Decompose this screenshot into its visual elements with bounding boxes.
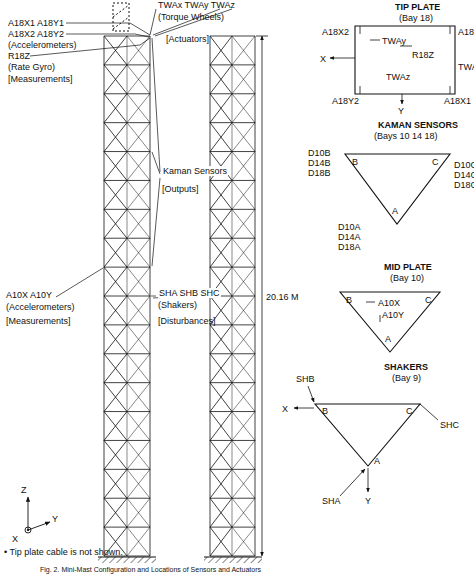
sensor-label: A10Y: [382, 310, 404, 320]
callout-label: A18X1 A18Y1: [8, 18, 64, 28]
plate-heading: KAMAN SENSORS: [378, 120, 458, 130]
plate-heading: (Bay 10): [390, 273, 424, 283]
sensor-label: A18X1: [444, 96, 471, 106]
sensor-label: A18Y1: [458, 27, 474, 37]
sensor-label: X: [282, 404, 288, 414]
plate-panel: KAMAN SENSORS(Bays 10 14 18) D10B D14B D1…: [300, 120, 474, 262]
callout-label: SHA SHB SHC: [158, 288, 221, 298]
sensor-label: Y: [398, 106, 404, 116]
sensor-label: A18X2: [322, 27, 349, 37]
sensor-label: D10B D14B D18B: [308, 148, 338, 178]
sensor-label: C: [406, 406, 413, 416]
plate-panel: SHAKERS(Bay 9) SHB X B SHC C A SHA Y: [270, 362, 472, 516]
callout-label: [Disturbances]: [158, 316, 216, 326]
sensor-label: X: [320, 54, 326, 64]
sensor-label: TWAz: [386, 72, 410, 82]
callout-label: Z: [21, 485, 27, 495]
sensor-label: SHC: [440, 420, 459, 430]
callout-label: (Rate Gyro): [8, 62, 55, 72]
callout-label: Kaman Sensors: [162, 166, 228, 176]
callout-label: 20.16 M: [265, 292, 300, 302]
sensor-label: A: [385, 334, 391, 344]
sensor-label: B: [322, 406, 328, 416]
callout-label: TWAx TWAy TWAz: [158, 0, 235, 10]
plate-heading: (Bay 9): [392, 373, 421, 383]
sensor-label: TWAx: [458, 62, 474, 72]
truss-mast: [104, 36, 150, 556]
sensor-label: TWAy: [382, 36, 406, 46]
callout-label: (Shakers): [158, 300, 197, 310]
callout-label: Y: [52, 514, 58, 524]
plate-heading: MID PLATE: [384, 262, 432, 272]
sensor-label: A: [374, 456, 380, 466]
plate-panel: MID PLATE(Bay 10) B A10X A10Y C A: [300, 262, 472, 360]
sensor-label: C: [432, 157, 439, 167]
callout-label: [Measurements]: [8, 74, 73, 84]
plate-heading: (Bays 10 14 18): [374, 131, 438, 141]
sensor-label: D10A D14A D18A: [338, 222, 368, 252]
callout-label: [Outputs]: [162, 184, 199, 194]
sensor-label: C: [425, 295, 432, 305]
callout-label: (Accelerometers): [6, 302, 75, 312]
sensor-label: D10C D14C D18C: [454, 160, 474, 190]
callout-label: A10X A10Y: [6, 290, 52, 300]
callout-label: [Measurements]: [6, 316, 71, 326]
callout-label: A18X2 A18Y2: [8, 29, 64, 39]
sensor-label: A: [392, 206, 398, 216]
plate-heading: SHAKERS: [384, 362, 428, 372]
ground-hatch: [204, 557, 262, 563]
ground-hatch: [98, 557, 156, 563]
sensor-label: SHB: [296, 374, 315, 384]
sensor-label: B: [352, 157, 358, 167]
axis-triad: [25, 497, 50, 533]
callout-label: R18Z: [8, 51, 30, 61]
sensor-label: B: [346, 295, 352, 305]
sensor-label: Y: [365, 496, 371, 506]
plate-outline: [270, 362, 470, 514]
plate-panel: TIP PLATE(Bay 18) A18X2 A18Y1TWAyR18Z X TWAx…: [300, 0, 474, 120]
callout-label: (Torque Wheels): [158, 12, 224, 22]
sensor-label: SHA: [322, 496, 341, 506]
sensor-label: R18Z: [412, 50, 434, 60]
leader-lines: [30, 9, 232, 298]
figure-caption: Fig. 2. Mini-Mast Configuration and Loca…: [40, 566, 261, 574]
callout-label: X: [12, 534, 18, 544]
plate-heading: TIP PLATE: [395, 2, 440, 12]
plate-heading: (Bay 18): [399, 13, 433, 23]
dimension-line: [262, 36, 263, 556]
sensor-label: A18Y2: [332, 96, 359, 106]
callout-label: (Accelerometers): [8, 40, 77, 50]
tip-box: [113, 3, 129, 31]
plate-outline: [300, 120, 470, 260]
callout-label: • Tip plate cable is not shown.: [4, 547, 123, 557]
sensor-label: A10X: [378, 298, 400, 308]
callout-label: [Actuators]: [166, 34, 209, 44]
